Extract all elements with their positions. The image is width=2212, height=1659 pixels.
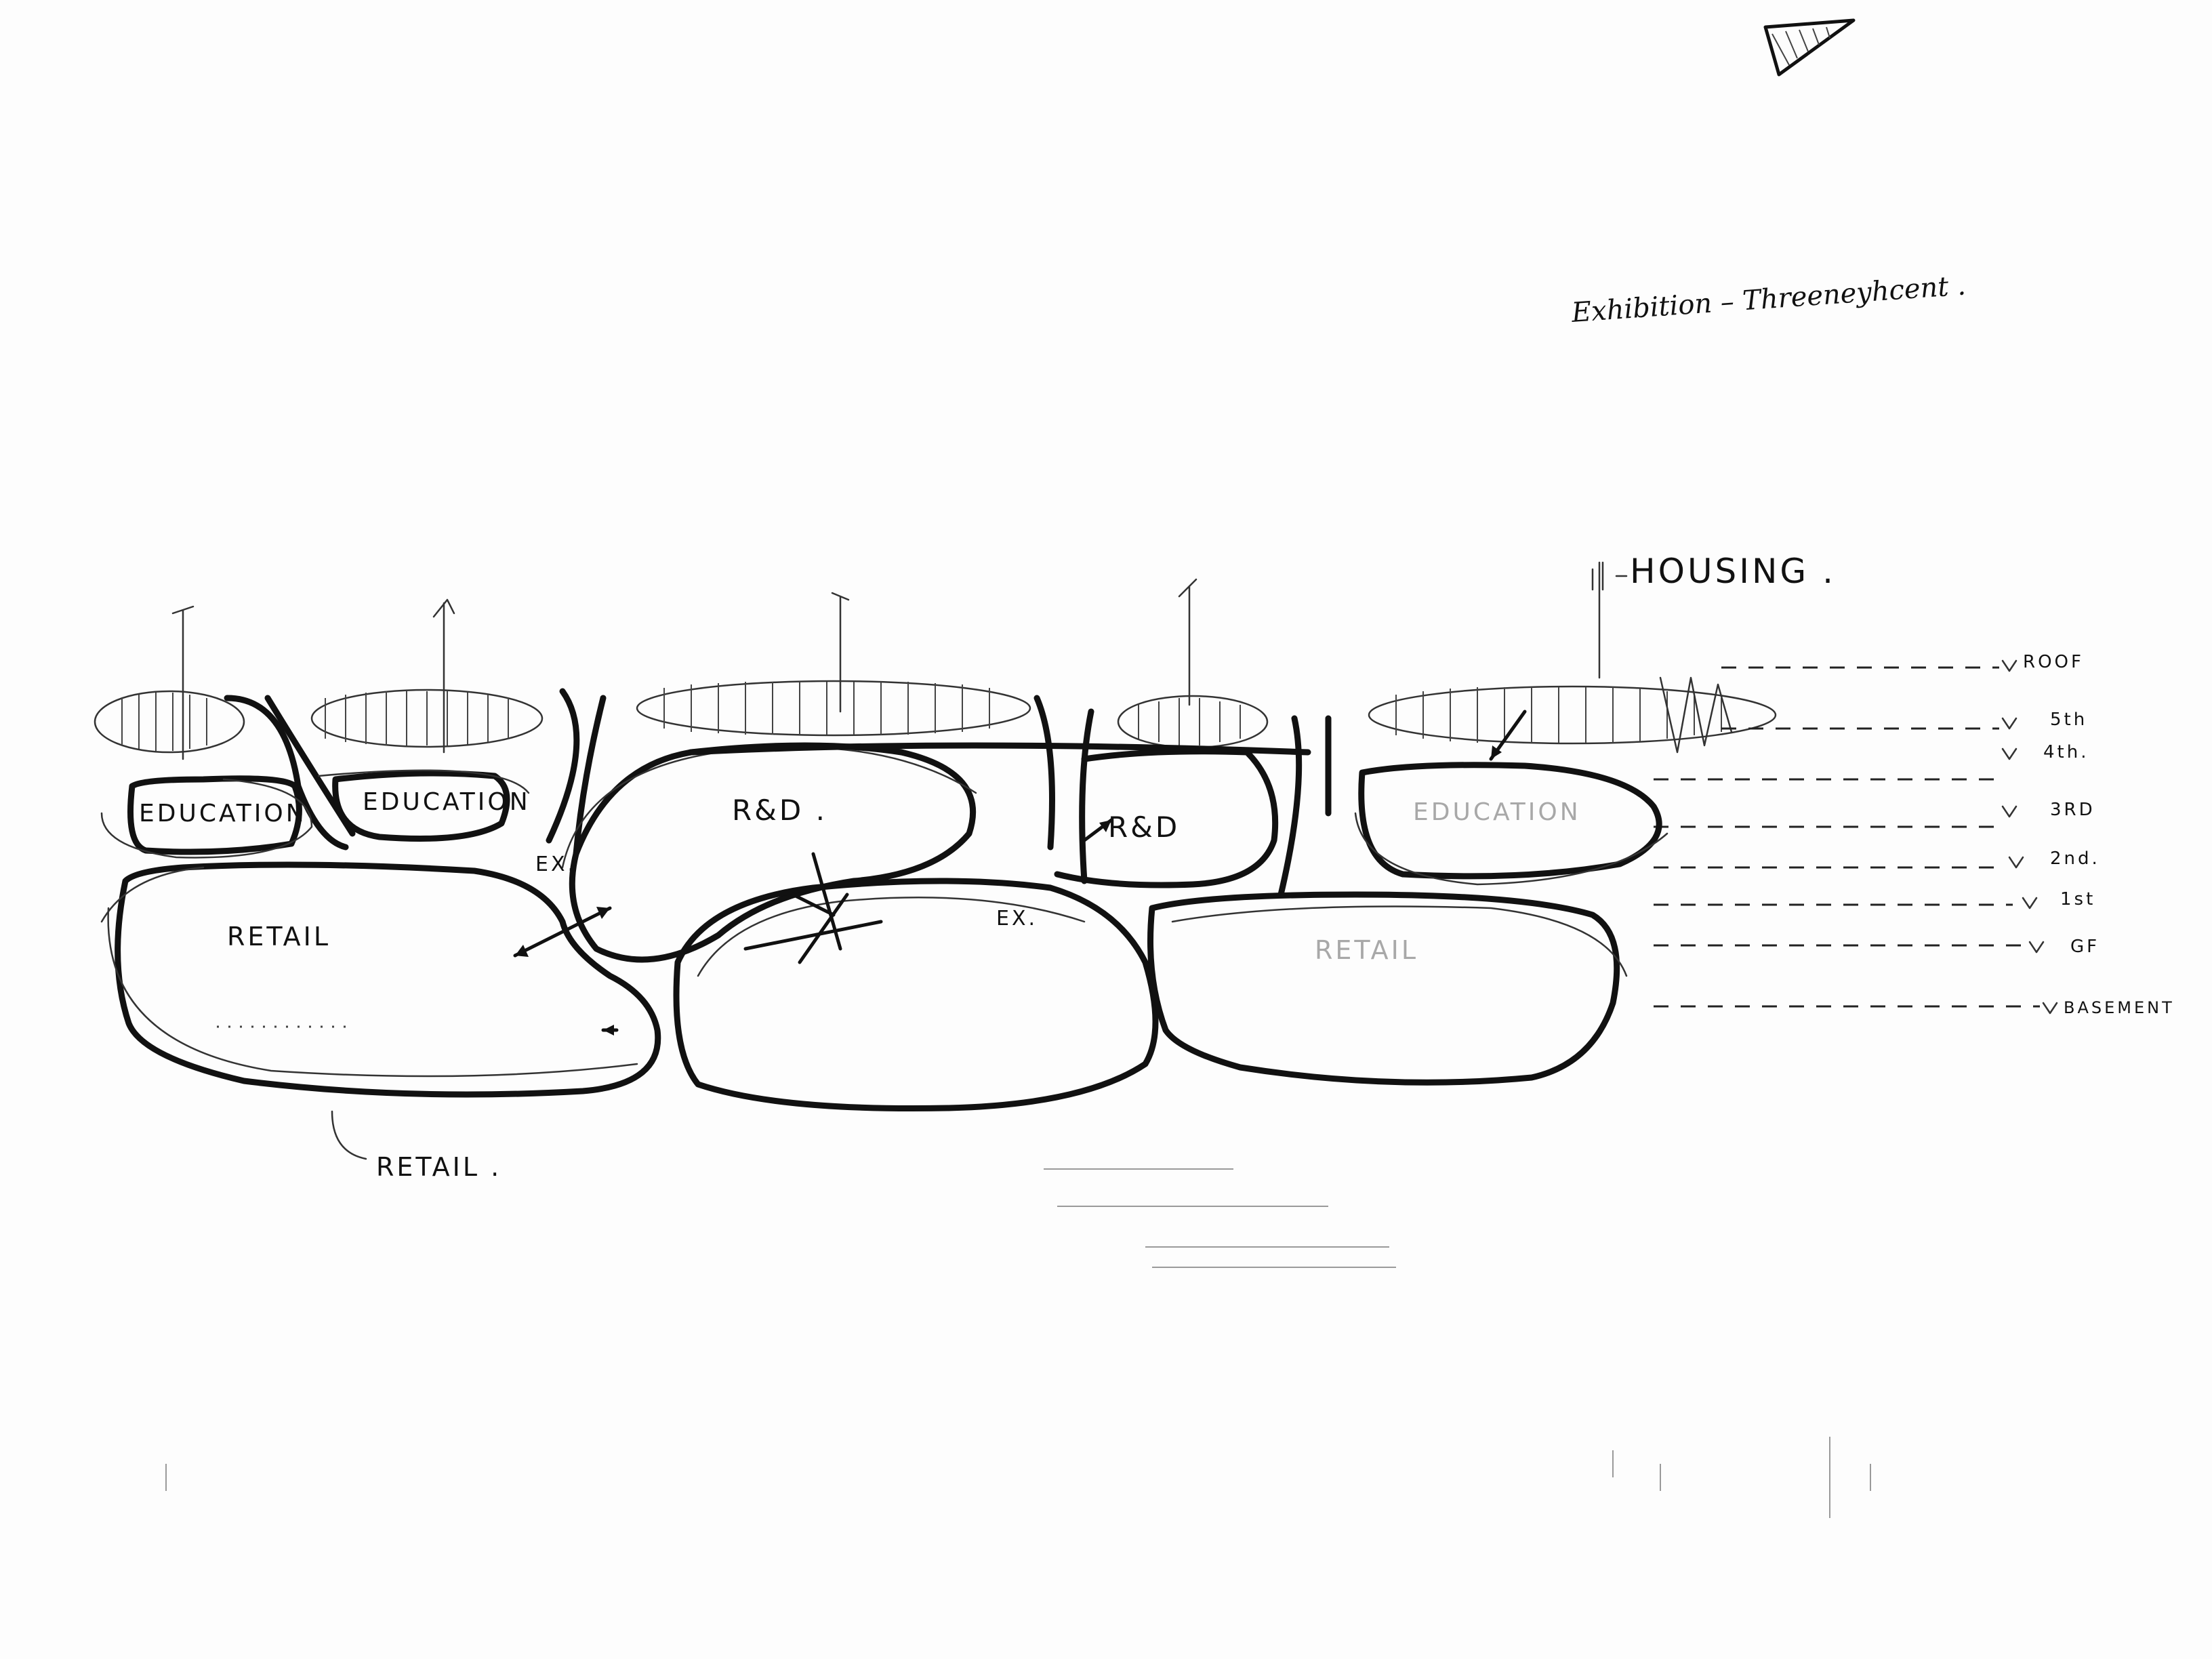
level-ticks [2003,661,2057,1013]
retail-label-1: RETAIL [227,922,331,951]
retail-label-2: RETAIL [1315,935,1418,965]
education-label-1: EDUCATION [139,800,307,827]
level-1st: 1st [2060,889,2095,909]
level-gf: GF [2070,937,2100,957]
education-label-2: EDUCATION [363,788,531,816]
housing-leader [1603,562,1626,590]
faint-ghost-marks [166,1169,1870,1518]
level-basement: BASEMENT [2064,998,2175,1017]
education-label-3: EDUCATION [1413,798,1581,826]
level-3rd: 3RD [2050,800,2095,820]
exhibition-note: Exhibition – Threeneyhcent . [1570,270,1967,329]
level-4th: 4th. [2043,742,2089,762]
retail-callout-label: RETAIL . [376,1152,501,1182]
rnd-label-1: R&D . [732,794,827,827]
level-guides [1654,668,2040,1006]
hatched-triangle-mark [1765,20,1853,75]
rnd-label-2: R&D [1108,811,1180,844]
level-5th: 5th [2050,710,2087,730]
exchange-label-2: EX. [996,907,1038,930]
housing-label: HOUSING . [1630,552,1836,591]
exchange-label-1: EX. [535,853,577,876]
level-labels: ROOF 5th 4th. 3RD 2nd. 1st GF BASEMENT [2023,652,2175,1017]
retail-block-2 [1151,895,1627,1082]
level-roof: ROOF [2023,652,2084,672]
level-2nd: 2nd. [2050,848,2100,869]
rnd-block-1 [562,745,976,960]
retail-callout-leader [332,1111,366,1159]
